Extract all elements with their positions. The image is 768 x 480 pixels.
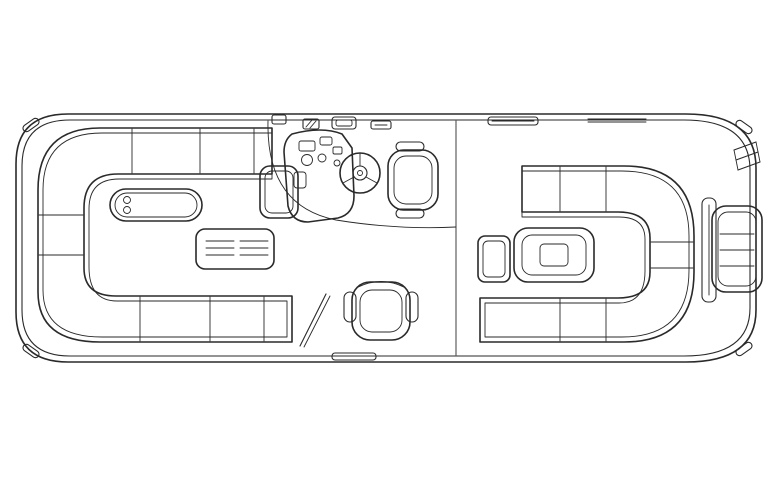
armrest-icon bbox=[405, 291, 419, 323]
throttle-icon bbox=[293, 171, 307, 189]
transom-step bbox=[701, 197, 717, 303]
top-rail-fittings bbox=[271, 114, 647, 361]
table-inset-icon bbox=[539, 243, 569, 267]
cupholder-icon bbox=[123, 196, 131, 204]
bow-ottoman bbox=[195, 228, 275, 270]
port-jump-seat bbox=[259, 165, 299, 219]
dash-speakers bbox=[302, 116, 392, 130]
bow-oval-table bbox=[109, 188, 203, 222]
companion-chair bbox=[343, 280, 419, 341]
ignition-icon bbox=[333, 159, 341, 167]
cleat-icon bbox=[22, 117, 40, 133]
bow-wrap-lounge bbox=[37, 127, 293, 343]
boarding-ladder bbox=[733, 141, 761, 171]
gauge-icon bbox=[301, 154, 313, 166]
armrest-icon bbox=[395, 208, 425, 219]
gauge-icon bbox=[319, 136, 333, 146]
helm-console bbox=[283, 129, 355, 223]
mooring-cleats bbox=[22, 117, 753, 359]
seat-back-icon bbox=[357, 280, 405, 288]
gauge-icon bbox=[317, 153, 327, 163]
cleat-icon bbox=[735, 341, 753, 357]
stern-table bbox=[513, 227, 595, 283]
cleat-icon bbox=[22, 343, 40, 359]
steering-wheel bbox=[339, 152, 381, 194]
armrest-icon bbox=[343, 291, 357, 323]
cleat-icon bbox=[735, 119, 753, 135]
helm-chair bbox=[387, 141, 439, 219]
outboard-engine bbox=[711, 205, 763, 293]
gauge-icon bbox=[298, 140, 316, 152]
switch-panel-icon bbox=[332, 146, 343, 155]
stern-wrap-lounge bbox=[479, 165, 695, 343]
stern-side-seat bbox=[477, 235, 511, 283]
cupholder-icon bbox=[123, 206, 131, 214]
port-gate bbox=[299, 293, 331, 348]
armrest-icon bbox=[395, 141, 425, 152]
